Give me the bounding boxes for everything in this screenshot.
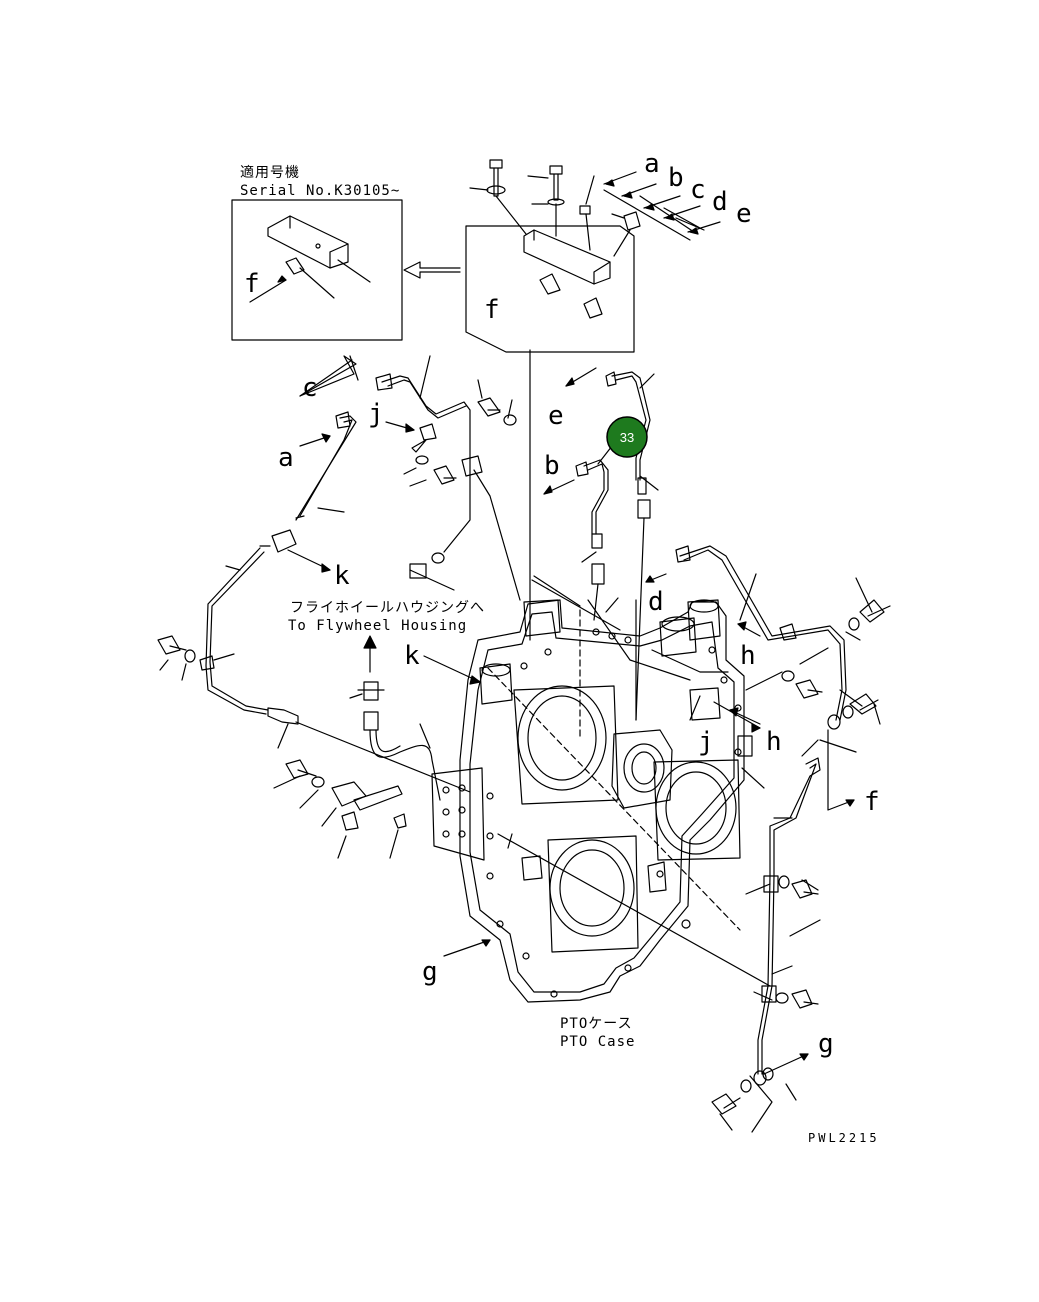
- housing-leaders: [423, 655, 761, 957]
- label-f-top: f: [484, 295, 500, 325]
- label-j-housing: j: [698, 727, 714, 757]
- sensor-switch: [623, 211, 641, 231]
- bolt-2: [549, 165, 563, 201]
- pto-case-housing: [295, 569, 771, 1003]
- label-e-top: e: [736, 199, 752, 229]
- label-a-left: a: [278, 443, 294, 473]
- washer-1: [486, 185, 506, 195]
- label-g-left: g: [422, 957, 438, 987]
- right-pipe-assembly: [645, 545, 891, 1133]
- pipe-f: [757, 757, 821, 1075]
- label-g-right: g: [818, 1029, 834, 1059]
- side-plate: [431, 767, 485, 861]
- label-k-housing: k: [404, 641, 420, 671]
- label-j-left: j: [368, 399, 384, 429]
- label-d-top: d: [712, 187, 728, 217]
- pipe-e: [611, 371, 651, 481]
- label-f-right: f: [864, 787, 880, 817]
- note-pto-jp: PTOケース: [560, 1016, 633, 1032]
- clip-j: [461, 455, 483, 477]
- label-a-top: a: [644, 149, 660, 179]
- clip-left: [199, 655, 215, 671]
- pipe-c: [381, 375, 471, 553]
- bolt-left: [157, 635, 187, 655]
- left-pipe-assembly: [157, 355, 521, 749]
- pipe-b: [583, 459, 609, 535]
- inset-applicable-jp: 適用号機: [240, 164, 300, 181]
- inset-serial: Serial No.K30105~: [240, 183, 400, 199]
- clamp-block: [331, 781, 367, 807]
- label-k-left: k: [334, 561, 350, 591]
- diagram-labels: 適用号機 Serial No.K30105~ a b c d e f f c a…: [240, 149, 880, 1145]
- center-boss: [611, 729, 673, 809]
- inset-arrow: [403, 261, 461, 279]
- callout-number[interactable]: 33: [620, 430, 634, 445]
- pipe-h: [679, 545, 847, 721]
- housing-outline: [459, 599, 745, 1003]
- fitting-lower-left: [267, 707, 299, 725]
- top-bracket-group: [465, 159, 641, 353]
- label-f-inset: f: [244, 269, 260, 299]
- sensor-f: [539, 273, 561, 295]
- fitting-e: [637, 499, 651, 519]
- drawing-code: PWL2215: [808, 1131, 880, 1145]
- bore-right: [655, 761, 737, 855]
- label-c-left: c: [302, 373, 318, 403]
- note-pto-en: PTO Case: [560, 1034, 635, 1050]
- bolt-1: [489, 159, 503, 197]
- callout-33[interactable]: 33: [606, 416, 648, 458]
- flywheel-connection: [273, 635, 441, 859]
- center-pipe-assembly: [529, 349, 659, 721]
- bolt-right-1: [859, 599, 891, 623]
- bolt-3: [477, 397, 501, 417]
- label-d-center: d: [648, 587, 664, 617]
- tee-fitting: [271, 529, 297, 553]
- boss-k: [479, 663, 513, 705]
- note-flywheel-jp: フライホイールハウジングへ: [290, 600, 485, 616]
- bolt-bottom: [711, 1093, 741, 1115]
- bore-lower: [549, 839, 635, 937]
- label-b-top: b: [668, 163, 684, 193]
- bolt-flywheel: [285, 759, 317, 779]
- label-h-lower: h: [766, 727, 782, 757]
- sensor-lower: [583, 297, 603, 319]
- label-h-upper: h: [740, 641, 756, 671]
- top-leader-arrows: [603, 171, 721, 241]
- callout-circle[interactable]: [606, 416, 648, 458]
- inset-sensor: [285, 257, 305, 275]
- inset-bracket: [267, 215, 349, 269]
- serial-inset: [231, 199, 403, 341]
- bracket-group-frame: [465, 225, 635, 353]
- label-c-top: c: [690, 175, 706, 205]
- sensor-small: [579, 205, 591, 215]
- label-b-center: b: [544, 451, 560, 481]
- note-flywheel-en: To Flywheel Housing: [288, 618, 467, 634]
- bore-upper-left: [517, 685, 607, 791]
- block-fitting: [409, 563, 427, 579]
- label-e-center: e: [548, 401, 564, 431]
- flywheel-hose: [369, 729, 441, 801]
- pipe-lower-left: [205, 547, 267, 715]
- inset-frame: [231, 199, 403, 341]
